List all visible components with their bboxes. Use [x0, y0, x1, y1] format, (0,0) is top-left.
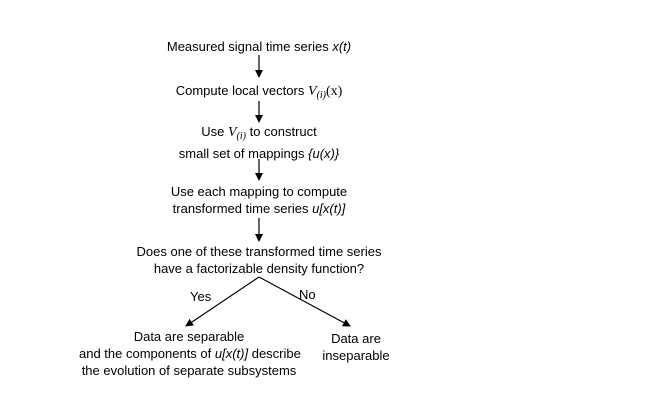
question-line2: have a factorizable density function?: [153, 261, 365, 276]
separable-line2: and the components of u[x(t)] describe: [79, 346, 301, 361]
use-v-line2: small set of mappings {u(x)}: [178, 146, 340, 161]
inseparable-line1: Data are: [331, 331, 381, 346]
node-use-each-mapping: Use each mapping to compute transformed …: [139, 183, 379, 217]
node-measured-signal: Measured signal time series x(t): [159, 38, 359, 55]
node-separable: Data are separable and the components of…: [79, 328, 301, 379]
use-each-line1: Use each mapping to compute: [170, 184, 348, 199]
label-no: No: [299, 287, 316, 302]
question-line1: Does one of these transformed time serie…: [136, 244, 382, 259]
measured-text: Measured signal time series: [166, 39, 333, 54]
separable-line1: Data are separable: [133, 329, 245, 344]
use-each-line2: transformed time series u[x(t)]: [172, 201, 346, 216]
node-use-v: Use V(i) to construct small set of mappi…: [159, 123, 359, 162]
use-v-line1: Use V(i) to construct: [201, 124, 317, 142]
use-v-math: V(i): [227, 125, 246, 142]
node-question: Does one of these transformed time serie…: [109, 243, 409, 277]
node-inseparable: Data are inseparable: [316, 330, 396, 364]
inseparable-line2: inseparable: [322, 348, 390, 363]
measured-var: x(t): [332, 39, 352, 54]
arrow-no: [258, 276, 351, 327]
compute-text: Compute local vectors: [175, 83, 308, 98]
node-compute-local-vectors: Compute local vectors V(i)(x): [159, 82, 359, 104]
label-yes: Yes: [190, 289, 212, 304]
compute-math: V(i)(x): [307, 84, 343, 101]
arrow-yes: [185, 276, 260, 327]
separable-line3: the evolution of separate subsystems: [81, 363, 297, 378]
